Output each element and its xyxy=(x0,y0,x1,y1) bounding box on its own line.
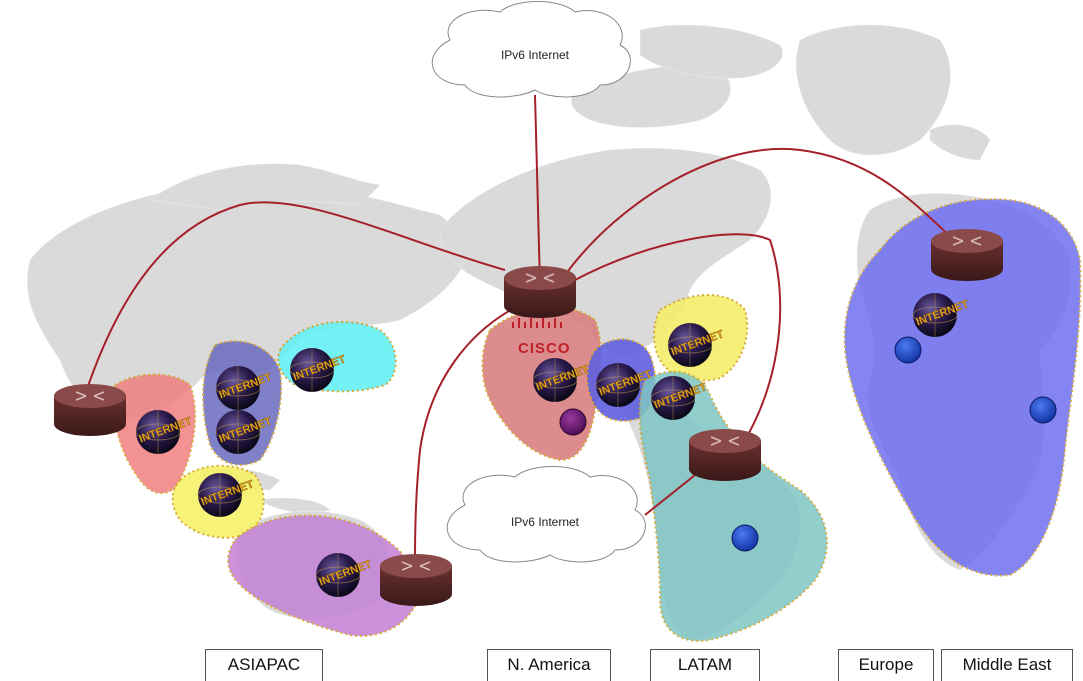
node-namerica-purple xyxy=(559,408,587,436)
network-links xyxy=(84,94,966,566)
router-asiapac xyxy=(53,383,127,437)
cisco-logo: CISCO xyxy=(518,340,571,357)
cloud-bottom-label: IPv6 Internet xyxy=(510,515,580,529)
link-na-to-latam-router-a xyxy=(574,233,782,441)
latam-teal-zone xyxy=(638,370,828,642)
router-namerica xyxy=(503,265,577,319)
cloud-bottom xyxy=(446,466,646,563)
node-middleeast-blue xyxy=(1029,396,1057,424)
router-latam xyxy=(688,428,762,482)
node-europe-blue xyxy=(894,336,922,364)
cloud-top xyxy=(431,1,631,98)
region-label-europe: Europe xyxy=(838,649,934,681)
node-latam-blue xyxy=(731,524,759,552)
region-label-namerica: N. America xyxy=(487,649,611,681)
endpoint-nodes xyxy=(559,336,1057,552)
link-na-to-emea-router xyxy=(564,147,966,276)
region-label-middleeast: Middle East xyxy=(941,649,1073,681)
region-label-asiapac: ASIAPAC xyxy=(205,649,323,681)
cloud-top-label: IPv6 Internet xyxy=(500,48,570,62)
link-top-cloud-to-na-router xyxy=(534,94,541,286)
router-oceania xyxy=(379,553,453,607)
router-emea xyxy=(930,228,1004,282)
cisco-logo-bars xyxy=(512,318,562,328)
link-na-to-asiapac-router xyxy=(84,201,506,396)
region-label-latam: LATAM xyxy=(650,649,760,681)
emea-blue-zone xyxy=(843,198,1082,577)
link-na-to-latam-router-b xyxy=(414,304,521,566)
